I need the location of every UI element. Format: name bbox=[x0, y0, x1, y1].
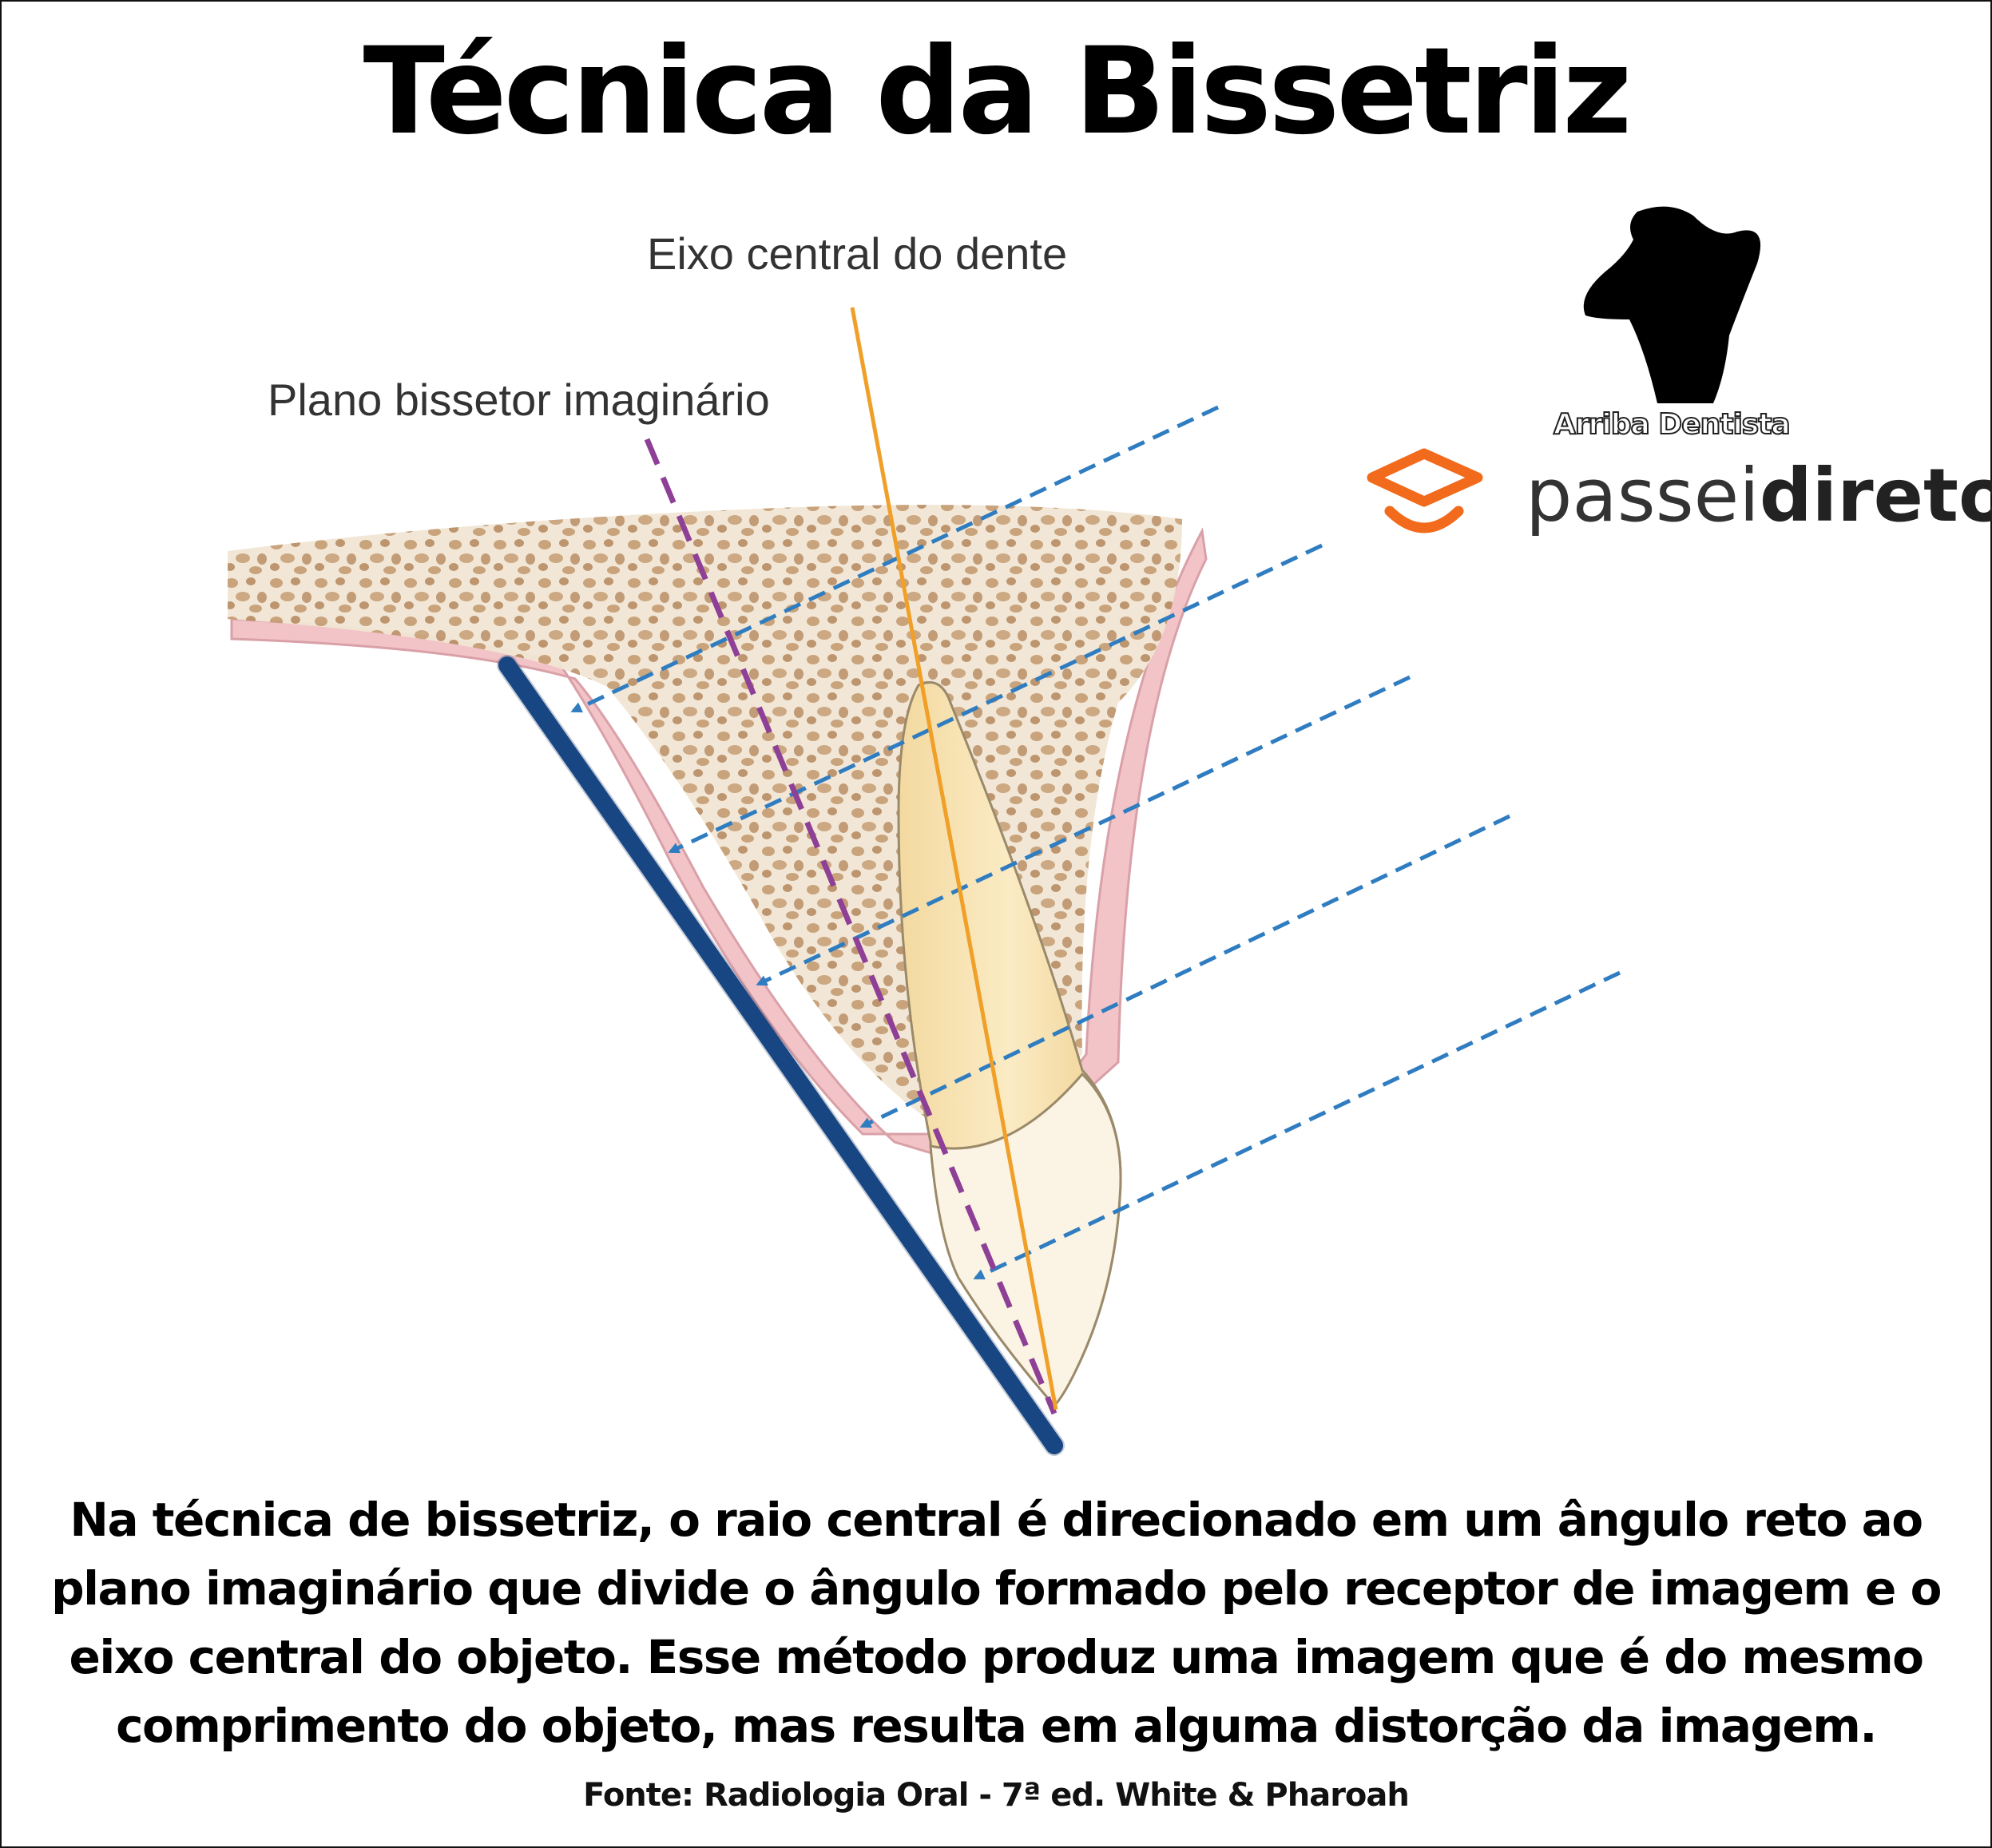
page-title: Técnica da Bissetriz bbox=[363, 22, 1633, 161]
ray-1 bbox=[570, 405, 1220, 713]
image-receptor-edge bbox=[497, 655, 1065, 1456]
tooth-axis-line bbox=[850, 307, 1058, 1410]
caption-text: Na técnica de bissetriz, o raio central … bbox=[51, 1493, 1942, 1753]
bisecting-plane-label: Plano bissetor imaginário bbox=[268, 375, 770, 425]
ray-4 bbox=[859, 814, 1511, 1128]
wordmark-light: passei bbox=[1526, 453, 1760, 538]
tooth-axis-label: Eixo central do dente bbox=[647, 228, 1068, 279]
ray-2 bbox=[668, 543, 1323, 854]
dentist-silhouette-icon bbox=[1583, 206, 1761, 403]
wordmark-bold: direto bbox=[1759, 453, 1992, 538]
gingiva bbox=[230, 527, 1208, 1156]
passeidireto-wordmark: passeidireto bbox=[1526, 459, 1992, 533]
bisecting-plane-line bbox=[644, 438, 1058, 1415]
central-rays bbox=[570, 405, 1621, 1280]
watermark-arriba-dentista: Arriba Dentista bbox=[1553, 408, 1792, 441]
image-receptor bbox=[498, 656, 1063, 1454]
passeidireto-logo-icon bbox=[1367, 448, 1483, 533]
ray-5 bbox=[973, 970, 1621, 1280]
source-citation: Fonte: Radiologia Oral - 7ª ed. White & … bbox=[583, 1777, 1410, 1814]
ray-3 bbox=[756, 675, 1411, 986]
